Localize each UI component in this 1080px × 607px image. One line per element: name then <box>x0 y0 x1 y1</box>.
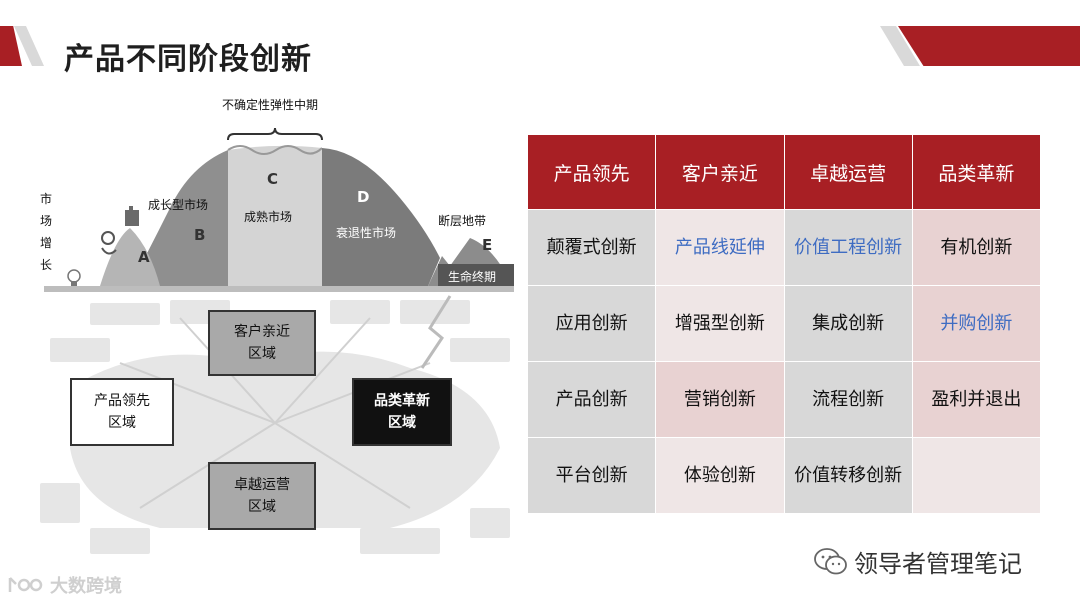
brand-watermark: 大数跨境 <box>6 572 122 598</box>
brand-logo-icon <box>8 577 43 592</box>
table-cell: 颠覆式创新 <box>526 209 657 286</box>
zone-category-renewal: 品类革新 区域 <box>352 378 452 446</box>
zone-suffix: 区域 <box>388 415 416 431</box>
zone-customer-intimacy: 客户亲近 区域 <box>208 310 316 376</box>
header-category-renewal: 品类革新 <box>911 134 1042 210</box>
lifecycle-diagram: 不确定性弹性中期 市 场 增 长 A 成长型市场 B C 成熟市场 D 衰退性市… <box>30 88 520 558</box>
market-growth-label: 市 场 增 长 <box>40 188 54 276</box>
uncertainty-label: 不确定性弹性中期 <box>222 98 319 112</box>
wechat-watermark: 领导者管理笔记 <box>814 544 1022 579</box>
slide-title: 产品不同阶段创新 <box>64 42 312 77</box>
table-cell: 有机创新 <box>911 209 1042 286</box>
stage-label-e: 断层地带 <box>438 214 487 228</box>
table-cell: 增强型创新 <box>655 285 785 362</box>
zone-operational-excellence: 卓越运营 区域 <box>208 462 316 530</box>
stage-letter-a: A <box>138 248 150 266</box>
zone-title: 客户亲近 <box>234 324 290 340</box>
stage-letter-e: E <box>482 236 493 254</box>
wechat-icon <box>814 547 847 574</box>
table-cell: 产品线延伸 <box>655 209 785 286</box>
zone-suffix: 区域 <box>248 346 276 362</box>
table-cell: 体验创新 <box>655 437 785 514</box>
table-cell: 流程创新 <box>783 361 913 438</box>
header-stripe-right-red <box>898 26 1080 66</box>
market-growth-char: 市 <box>40 192 53 206</box>
stage-label-b: 成长型市场 <box>148 198 209 212</box>
header-operational-excellence: 卓越运营 <box>783 134 913 210</box>
table-cell: 营销创新 <box>655 361 785 438</box>
table-cell: 集成创新 <box>783 285 913 362</box>
zone-product-leadership: 产品领先 区域 <box>70 378 174 446</box>
header-customer-intimacy: 客户亲近 <box>655 134 785 210</box>
zone-title: 卓越运营 <box>234 477 290 493</box>
table-cell: 产品创新 <box>526 361 657 438</box>
table-header-row: 产品领先 客户亲近 卓越运营 品类革新 <box>526 134 1042 210</box>
table-cell <box>911 437 1042 514</box>
market-growth-char: 场 <box>40 214 53 228</box>
zone-suffix: 区域 <box>248 499 276 515</box>
zone-title: 品类革新 <box>374 393 430 409</box>
lifecycle-graphic <box>40 127 514 554</box>
table-row: 产品创新 营销创新 流程创新 盈利并退出 <box>526 361 1042 438</box>
stage-letter-d: D <box>357 188 370 206</box>
table-row: 颠覆式创新 产品线延伸 价值工程创新 有机创新 <box>526 209 1042 286</box>
market-growth-char: 增 <box>40 236 53 250</box>
stage-letter-c: C <box>267 170 279 188</box>
table-row: 平台创新 体验创新 价值转移创新 <box>526 437 1042 514</box>
zone-title: 产品领先 <box>94 393 150 409</box>
table-cell: 盈利并退出 <box>911 361 1042 438</box>
market-growth-char: 长 <box>40 258 53 272</box>
stage-label-d: 衰退性市场 <box>336 226 397 240</box>
zone-suffix: 区域 <box>108 415 136 431</box>
brand-text: 大数跨境 <box>50 576 122 597</box>
header-product-leadership: 产品领先 <box>526 134 657 210</box>
stage-label-c: 成熟市场 <box>244 210 293 224</box>
end-of-life-label: 生命终期 <box>448 270 497 284</box>
watermark-text: 领导者管理笔记 <box>854 550 1022 578</box>
table-cell: 平台创新 <box>526 437 657 514</box>
innovation-matrix-table: 产品领先 客户亲近 卓越运营 品类革新 颠覆式创新 产品线延伸 价值工程创新 有… <box>526 134 1042 514</box>
stage-letter-b: B <box>194 226 206 244</box>
table-cell: 应用创新 <box>526 285 657 362</box>
table-cell: 价值工程创新 <box>783 209 913 286</box>
table-cell: 并购创新 <box>911 285 1042 362</box>
table-row: 应用创新 增强型创新 集成创新 并购创新 <box>526 285 1042 362</box>
table-cell: 价值转移创新 <box>783 437 913 514</box>
